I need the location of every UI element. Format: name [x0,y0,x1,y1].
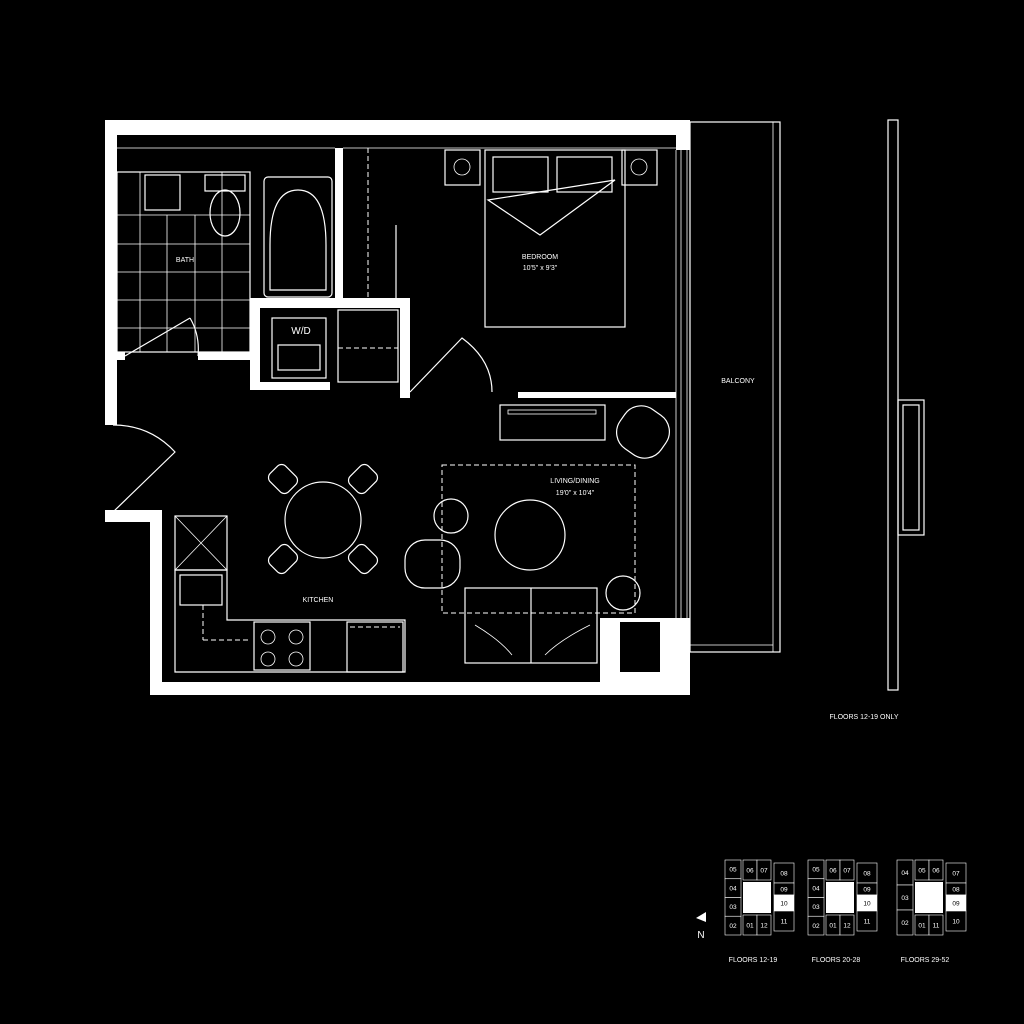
unit-number: 09 [952,900,960,907]
bath-label: BATH [176,257,194,264]
core [826,882,854,913]
toilet-bowl [209,189,241,237]
sink [144,174,181,211]
unit-number: 02 [729,923,737,930]
unit-number: 03 [729,904,737,911]
living-label: LIVING/DINING [550,478,599,485]
unit-11 [928,914,944,936]
bed [484,149,626,328]
core [743,882,771,913]
unit-number: 04 [729,885,737,892]
unit-number: 06 [746,867,754,874]
living-furniture [404,404,670,664]
unit-07 [839,859,855,881]
unit-number: 02 [901,920,909,927]
unit-number: 11 [781,918,788,925]
unit-12 [839,914,855,936]
unit-11 [856,910,878,932]
bedroom-size: 10'5" x 9'3" [523,265,558,272]
unit-number: 11 [864,918,871,925]
balcony [689,121,781,653]
unit-number: 12 [843,922,851,929]
unit-number: 05 [729,867,737,874]
unit-number: 04 [812,885,820,892]
unit-number: 08 [952,886,960,893]
unit-07 [756,859,772,881]
unit-number: 08 [863,870,871,877]
unit-number: 01 [918,922,926,929]
bathtub [263,176,333,298]
unit-number: 08 [780,870,788,877]
bedroom-label: BEDROOM [522,254,558,261]
washer-dryer [271,148,399,383]
tv-console [499,404,606,441]
unit-number: 06 [829,867,837,874]
unit-02 [807,915,825,936]
unit-number: 10 [863,900,871,907]
living-size: 19'0" x 10'4" [556,490,595,497]
north-arrow-icon: N [696,912,706,941]
keyplan-label: FLOORS 29-52 [901,957,950,964]
unit-number: 03 [901,895,909,902]
unit-number: 05 [812,867,820,874]
unit-number: 04 [901,870,909,877]
unit-number: 02 [812,923,820,930]
core [915,882,943,913]
wd-label: W/D [291,326,310,337]
unit-11 [773,910,795,932]
unit-12 [756,914,772,936]
unit-number: 11 [933,922,940,929]
balcony-label: BALCONY [721,378,755,385]
kitchen-fixtures [174,515,406,673]
dining-set [267,463,379,575]
bath-fixtures [116,171,333,357]
unit-10 [945,910,967,932]
toilet-tank [204,174,246,192]
walls [105,120,690,695]
unit-number: 07 [952,870,960,877]
balcony-elevation [887,119,925,691]
rug [441,464,636,614]
unit-number: 07 [843,867,851,874]
unit-number: 07 [760,867,768,874]
unit-number: 12 [760,922,768,929]
unit-number: 06 [932,867,940,874]
unit-number: 09 [863,886,871,893]
kitchen-label: KITCHEN [303,597,334,604]
bedroom-furniture [409,149,658,393]
unit-number: 09 [780,886,788,893]
unit-number: 03 [812,904,820,911]
unit-02 [896,909,914,936]
entry-door [112,424,176,513]
unit-number: 10 [780,900,788,907]
coffee-table [494,499,566,571]
unit-02 [724,915,742,936]
unit-number: 05 [918,867,926,874]
keyplan-label: FLOORS 12-19 [729,957,778,964]
unit-number: 01 [829,922,837,929]
armchair [404,539,461,589]
keyplan-label: FLOORS 20-28 [812,957,861,964]
svg-text:N: N [697,930,704,941]
unit-06 [928,859,944,881]
unit-number: 01 [746,922,754,929]
balcony-note: FLOORS 12-19 ONLY [829,714,898,721]
unit-number: 10 [952,918,960,925]
